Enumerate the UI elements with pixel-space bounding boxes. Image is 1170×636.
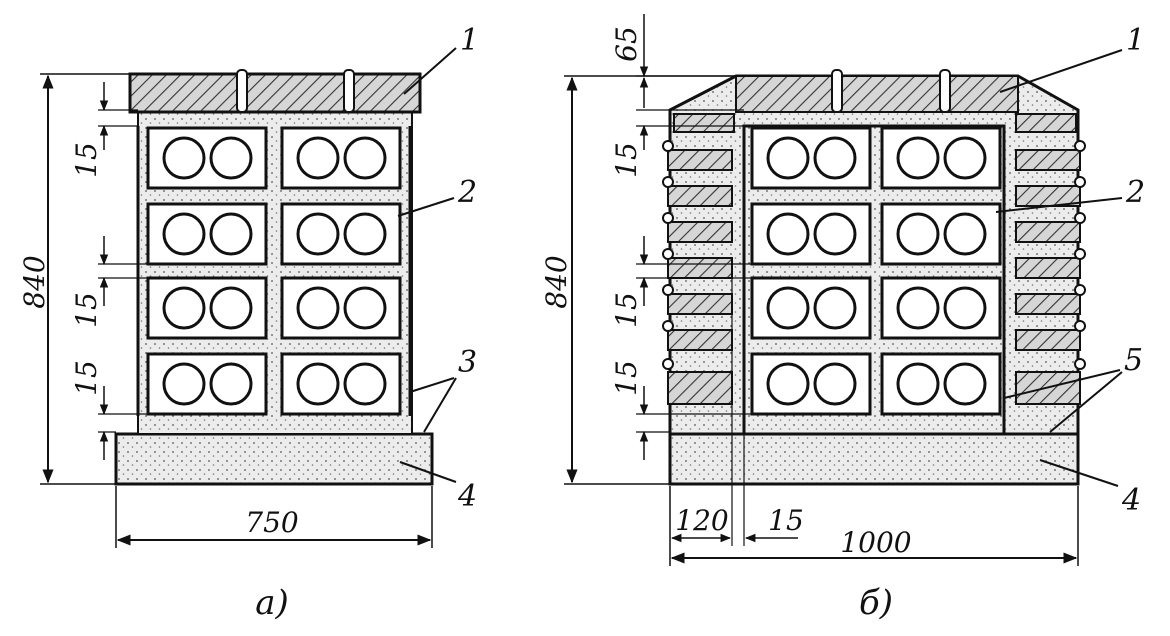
- dim-joints-b: [636, 109, 752, 460]
- base-slab-a: [114, 432, 434, 486]
- leader-3a-a: [409, 377, 455, 393]
- label-height-b: 840: [540, 255, 573, 308]
- dim-width-a: [115, 486, 433, 548]
- label-joint-a1: 15: [70, 142, 103, 178]
- side-bricks-left-b: [662, 113, 735, 405]
- figure-a: 840 15 15 15 750 1 2: [18, 23, 479, 623]
- label-gap-b: 15: [768, 504, 804, 537]
- label-top-b: 65: [610, 26, 643, 62]
- figure-b: 65 840 15 15 15: [540, 14, 1145, 623]
- hollow-blocks-b: [750, 126, 1002, 416]
- hollow-blocks-a: [146, 126, 402, 416]
- leader-5a-b: [1003, 369, 1121, 399]
- top-cover-b: [735, 75, 1019, 113]
- label-width-b: 1000: [840, 526, 911, 559]
- caption-b: б): [859, 583, 893, 623]
- dim-height-b: [564, 75, 736, 485]
- callout-1-a: 1: [460, 23, 479, 58]
- dim-side-b: [669, 260, 798, 566]
- dim-width-b: [670, 486, 1079, 566]
- callout-4-a: 4: [457, 479, 477, 514]
- callout-1-b: 1: [1126, 23, 1145, 58]
- label-width-a: 750: [245, 506, 298, 539]
- label-side-b: 120: [675, 504, 728, 537]
- cover-slot-a2: [343, 69, 355, 113]
- caption-a: а): [255, 583, 289, 623]
- leader-4-a: [399, 461, 457, 483]
- leader-1-b: [999, 49, 1123, 93]
- leader-5b-b: [1049, 371, 1123, 433]
- base-slab-b: [668, 432, 1080, 486]
- label-height-a: 840: [18, 255, 51, 308]
- callout-5-b: 5: [1124, 343, 1143, 378]
- label-joint-b3: 15: [610, 360, 643, 396]
- leader-2-a: [397, 197, 455, 217]
- side-bricks-right-b: [1015, 113, 1086, 405]
- label-joint-a2: 15: [70, 292, 103, 328]
- leader-1-a: [403, 47, 457, 95]
- label-joint-b1: 15: [610, 142, 643, 178]
- leader-2-b: [995, 197, 1123, 213]
- label-joint-b2: 15: [610, 292, 643, 328]
- dim-height-a: [40, 73, 130, 485]
- dim-joints-a: [98, 82, 148, 460]
- cover-slot-b2: [939, 69, 951, 113]
- callout-4-b: 4: [1121, 483, 1141, 518]
- leader-3b-a: [423, 377, 457, 433]
- leader-4-b: [1039, 459, 1119, 487]
- callout-2-b: 2: [1125, 175, 1145, 210]
- label-joint-a3: 15: [70, 360, 103, 396]
- cover-slot-b1: [831, 69, 843, 113]
- cover-slot-a1: [236, 69, 248, 113]
- top-cover-a: [128, 72, 422, 114]
- callout-3-a: 3: [458, 345, 477, 380]
- callout-2-a: 2: [457, 175, 477, 210]
